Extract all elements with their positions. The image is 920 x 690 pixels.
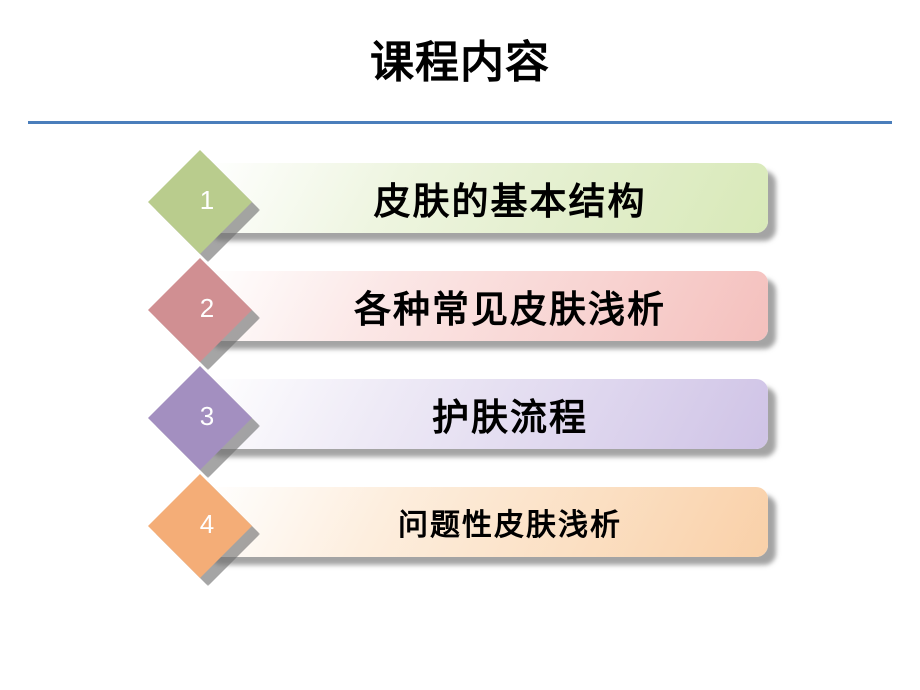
agenda-list: 皮肤的基本结构 1 各种常见皮肤浅析 2 护	[0, 150, 920, 620]
title-divider	[28, 121, 892, 124]
list-item[interactable]: 护肤流程 3	[148, 366, 768, 478]
agenda-banner[interactable]: 各种常见皮肤浅析	[202, 271, 768, 341]
agenda-banner[interactable]: 护肤流程	[202, 379, 768, 449]
agenda-number-marker[interactable]: 2	[148, 258, 260, 370]
diamond-icon: 2	[148, 258, 252, 362]
list-item[interactable]: 问题性皮肤浅析 4	[148, 474, 768, 586]
diamond-icon: 1	[148, 150, 252, 254]
agenda-item-label: 问题性皮肤浅析	[398, 509, 622, 542]
agenda-item-number: 4	[199, 508, 215, 539]
page-title: 课程内容	[370, 38, 550, 87]
agenda-item-label: 各种常见皮肤浅析	[354, 289, 666, 330]
agenda-item-number: 3	[199, 400, 215, 431]
agenda-banner[interactable]: 问题性皮肤浅析	[202, 487, 768, 557]
agenda-item-number: 1	[199, 184, 215, 215]
agenda-number-marker[interactable]: 3	[148, 366, 260, 478]
diamond-icon: 4	[148, 474, 252, 578]
agenda-item-label: 皮肤的基本结构	[373, 181, 647, 222]
agenda-item-label: 护肤流程	[432, 397, 588, 438]
list-item[interactable]: 皮肤的基本结构 1	[148, 150, 768, 262]
agenda-number-marker[interactable]: 4	[148, 474, 260, 586]
agenda-number-marker[interactable]: 1	[148, 150, 260, 262]
list-item[interactable]: 各种常见皮肤浅析 2	[148, 258, 768, 370]
diamond-icon: 3	[148, 366, 252, 470]
agenda-item-number: 2	[199, 292, 215, 323]
agenda-banner[interactable]: 皮肤的基本结构	[202, 163, 768, 233]
